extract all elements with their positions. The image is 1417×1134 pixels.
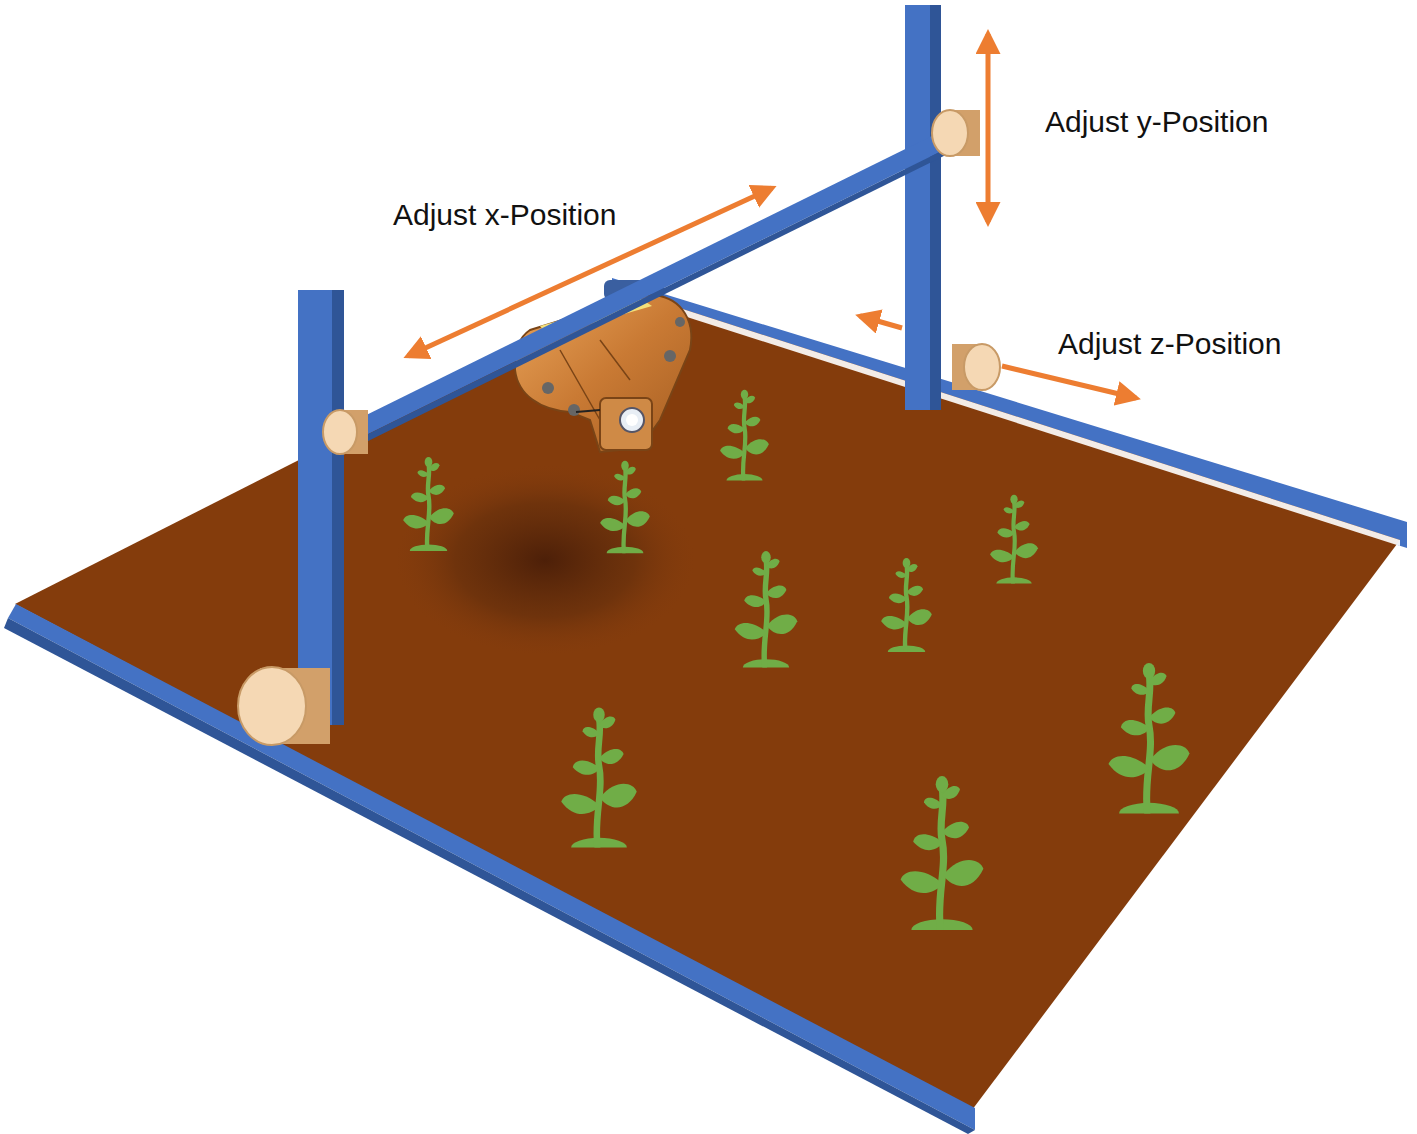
plant	[881, 558, 932, 659]
z-arrow	[1002, 366, 1136, 398]
left-post-side	[332, 290, 344, 725]
axis-label: Adjust z-Position	[1058, 326, 1281, 362]
plant	[720, 390, 769, 487]
y-arrow	[986, 34, 991, 222]
front-rail-edge	[4, 618, 975, 1134]
plant	[600, 461, 650, 560]
z-carriage-wheel	[964, 344, 1000, 390]
z-arrow	[860, 316, 902, 328]
axis-label: Adjust x-Position	[393, 197, 616, 233]
x-beam-edge	[348, 138, 968, 450]
x-beam	[340, 122, 968, 444]
plant	[561, 707, 636, 857]
plant	[403, 457, 454, 558]
axis-label: Adjust y-Position	[1045, 104, 1268, 140]
left-post	[298, 290, 344, 725]
right-post-side	[930, 5, 941, 410]
left-wheel	[238, 667, 306, 745]
y-carriage	[932, 110, 968, 156]
plants	[403, 390, 1189, 941]
right-post	[905, 5, 941, 410]
left-carriage	[323, 410, 357, 454]
plant	[1109, 663, 1190, 824]
plant	[735, 551, 798, 675]
plant	[901, 776, 984, 941]
plant	[990, 495, 1038, 590]
front-rail	[8, 604, 975, 1130]
